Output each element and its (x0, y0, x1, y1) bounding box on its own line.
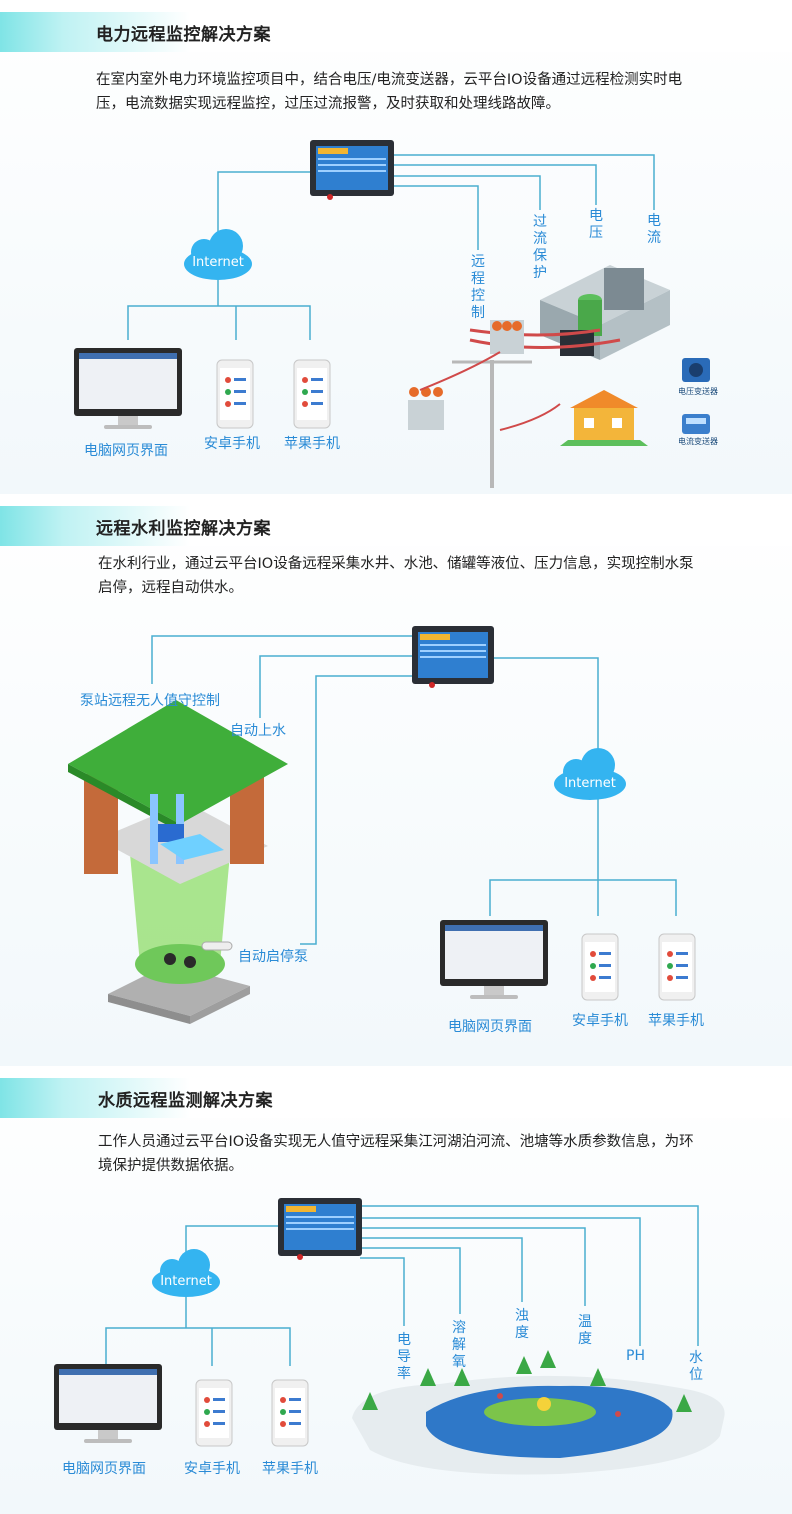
signal-conductivity: 电导率 (397, 1332, 411, 1382)
iphone-icon (271, 1379, 309, 1447)
section-title: 远程水利监控解决方案 (96, 519, 271, 539)
android-phone-icon (195, 1379, 233, 1447)
voltage-transmitter-label: 电压变送器 (678, 387, 718, 396)
internet-label: Internet (160, 1274, 212, 1289)
section-power: 电力远程监控解决方案 在室内室外电力环境监控项目中，结合电压/电流变送器，云平台… (0, 0, 792, 494)
signal-auto-pump-start-stop: 自动启停泵 (238, 949, 308, 965)
signal-ph: PH (626, 1348, 645, 1364)
computer-monitor-icon (54, 1364, 162, 1443)
section-title: 水质远程监测解决方案 (98, 1091, 273, 1111)
signal-water-level: 水位 (689, 1350, 703, 1383)
device-label-pc: 电脑网页界面 (448, 1019, 532, 1035)
section-water-conservancy: 远程水利监控解决方案 在水利行业，通过云平台IO设备远程采集水井、水池、储罐等液… (0, 494, 792, 1066)
device-label-android: 安卓手机 (184, 1461, 240, 1477)
device-label-android: 安卓手机 (204, 436, 260, 452)
internet-label: Internet (192, 255, 244, 270)
computer-monitor-icon (440, 920, 548, 999)
section-description: 工作人员通过云平台IO设备实现无人值守远程采集江河湖泊河流、池塘等水质参数信息，… (98, 1134, 694, 1174)
computer-monitor-icon (74, 348, 182, 429)
signal-dissolved-oxygen: 溶解氧 (452, 1320, 466, 1370)
section-description: 在室内室外电力环境监控项目中，结合电压/电流变送器，云平台IO设备通过远程检测实… (96, 72, 683, 112)
signal-temperature: 温度 (578, 1314, 592, 1347)
io-controller (278, 1198, 362, 1260)
signal-auto-water-supply: 自动上水 (230, 723, 286, 739)
title-band (0, 506, 792, 546)
signal-overcurrent-protection: 过流保护 (533, 214, 547, 281)
power-diagram (74, 140, 710, 488)
device-label-pc: 电脑网页界面 (84, 443, 168, 459)
water-diagram (68, 626, 696, 1024)
io-controller (412, 626, 494, 688)
signal-current: 电流 (647, 213, 661, 246)
android-phone-icon (216, 359, 254, 429)
internet-cloud-icon (184, 229, 252, 280)
android-phone-icon (581, 933, 619, 1001)
signal-remote-control: 远程控制 (471, 254, 485, 321)
io-controller (310, 140, 394, 200)
title-band (0, 12, 792, 52)
water-quality-diagram (54, 1198, 725, 1475)
section-water-quality: 水质远程监测解决方案 工作人员通过云平台IO设备实现无人值守远程采集江河湖泊河流… (0, 1066, 792, 1514)
device-label-iphone: 苹果手机 (648, 1013, 704, 1029)
section-description: 在水利行业，通过云平台IO设备远程采集水井、水池、储罐等液位、压力信息，实现控制… (98, 556, 694, 596)
substation-illustration (408, 265, 710, 488)
signal-voltage: 电压 (589, 208, 603, 241)
iphone-icon (293, 359, 331, 429)
device-label-pc: 电脑网页界面 (62, 1461, 146, 1477)
title-band (0, 1078, 792, 1118)
current-transmitter-label: 电流变送器 (678, 437, 718, 446)
device-label-iphone: 苹果手机 (262, 1461, 318, 1477)
signal-pump-station-control: 泵站远程无人值守控制 (80, 693, 220, 709)
internet-cloud-icon (554, 748, 626, 800)
signal-turbidity: 浊度 (515, 1308, 529, 1341)
device-label-android: 安卓手机 (572, 1013, 628, 1029)
iphone-icon (658, 933, 696, 1001)
device-label-iphone: 苹果手机 (284, 436, 340, 452)
pump-station-illustration (68, 700, 288, 1024)
internet-label: Internet (564, 776, 616, 791)
internet-cloud-icon (152, 1249, 220, 1297)
section-title: 电力远程监控解决方案 (96, 25, 271, 45)
lake-illustration (352, 1350, 725, 1475)
